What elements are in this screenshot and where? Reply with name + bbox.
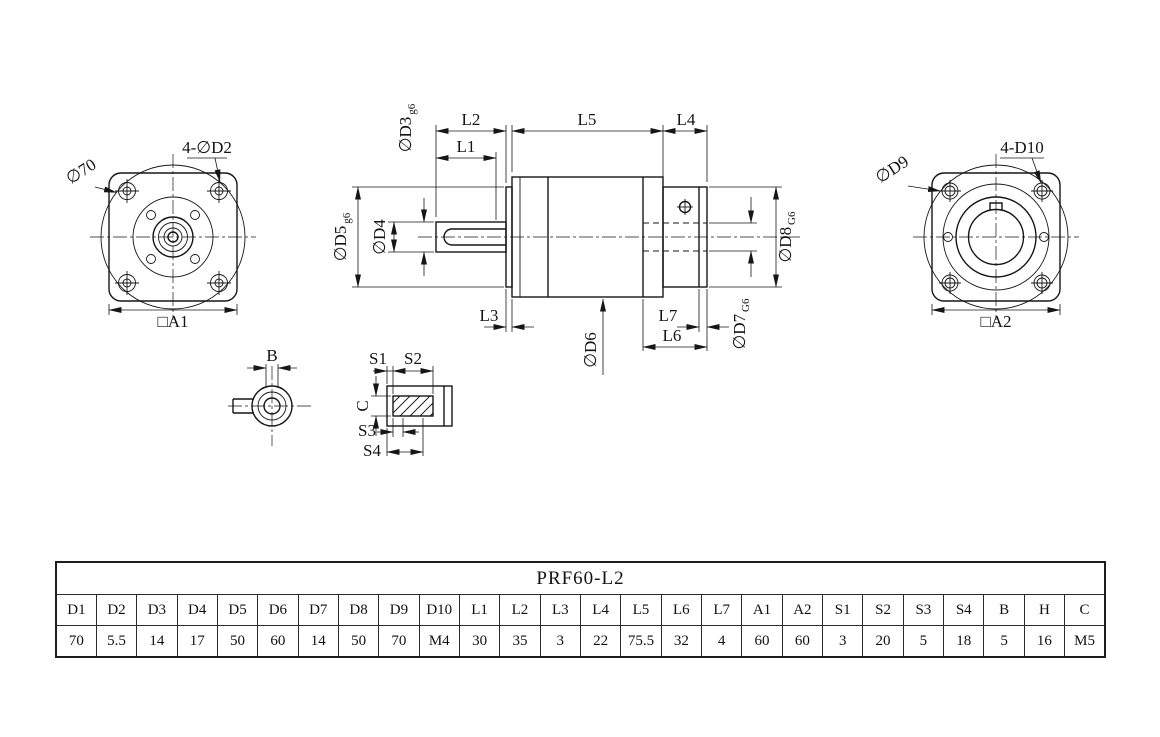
col-header: L7 (700, 594, 743, 626)
col-header: L6 (660, 594, 703, 626)
col-header: A2 (781, 594, 824, 626)
col-header: D8 (337, 594, 380, 626)
col-value: 3 (822, 625, 864, 658)
col-value: 5 (902, 625, 945, 658)
dim-s1-label: S1 (369, 349, 387, 368)
dim-d4-label: ∅D4 (370, 219, 389, 255)
dim-s2-label: S2 (404, 349, 422, 368)
front-holes-label: 4-∅D2 (182, 138, 232, 157)
rear-view: ∅D9 4-D10 □A2 (872, 138, 1079, 331)
front-diameter-label: ∅70 (62, 155, 99, 188)
col-value: 70 (378, 625, 420, 658)
col-header: D3 (136, 594, 178, 626)
dim-d7-label: ∅D7G6 (730, 298, 752, 350)
dim-d3-label: ∅D3g6 (396, 103, 418, 152)
col-value: 14 (297, 625, 339, 658)
col-value: 70 (55, 625, 97, 658)
col-header: S2 (862, 594, 904, 626)
col-value: 60 (257, 625, 299, 658)
col-header: A1 (741, 594, 783, 626)
col-header: D2 (95, 594, 138, 626)
dim-d5-label: ∅D5g6 (331, 212, 353, 261)
table-title: PRF60-L2 (55, 561, 1106, 595)
dim-l3-label: L3 (480, 306, 499, 325)
col-value: 3 (539, 625, 581, 658)
dim-s3-label: S3 (358, 421, 376, 440)
side-view: L2 L5 L4 L1 ∅D3g6 ∅D4 ∅D5g6 ∅D8G6 ∅D7G6 (331, 103, 800, 375)
col-value: 35 (499, 625, 541, 658)
dim-l4-label: L4 (677, 110, 696, 129)
col-header: D1 (55, 594, 97, 626)
col-header: D6 (257, 594, 299, 626)
col-value: 16 (1023, 625, 1066, 658)
col-header: S3 (902, 594, 945, 626)
dim-l1-label: L1 (457, 137, 476, 156)
col-value: 32 (660, 625, 703, 658)
dim-l5-label: L5 (578, 110, 597, 129)
dim-l2-label: L2 (462, 110, 481, 129)
key-detail-view: C S1 S2 S3 S4 (353, 349, 453, 460)
col-value: 50 (337, 625, 380, 658)
rear-holes-label: 4-D10 (1000, 138, 1043, 157)
col-value: 60 (741, 625, 783, 658)
col-header: S1 (822, 594, 864, 626)
dimension-table: PRF60-L2 D1 D2 D3 D4 D5 D6 D7 D8 D9 D10 … (55, 561, 1106, 658)
col-header: D5 (216, 594, 259, 626)
dim-s4-label: S4 (363, 441, 381, 460)
col-value: 14 (136, 625, 178, 658)
dim-d8-label: ∅D8G6 (776, 211, 798, 263)
col-header: L5 (620, 594, 662, 626)
dim-b-label: B (266, 346, 277, 365)
col-header: L4 (579, 594, 622, 626)
col-header: L1 (458, 594, 501, 626)
col-value: 22 (579, 625, 622, 658)
col-value: 75.5 (620, 625, 662, 658)
rear-square-label: □A2 (980, 312, 1011, 331)
dim-l7-label: L7 (659, 306, 678, 325)
col-value: 4 (700, 625, 743, 658)
technical-drawing: ∅70 4-∅D2 □A1 (62, 103, 1079, 460)
shaft-end-view: B (228, 346, 314, 446)
dim-d6-label: ∅D6 (581, 332, 600, 368)
dim-l6-label: L6 (663, 326, 682, 345)
col-value: 5 (983, 625, 1025, 658)
col-header: D4 (176, 594, 218, 626)
col-value: 20 (862, 625, 904, 658)
rear-diameter-label: ∅D9 (872, 152, 912, 187)
col-value: M5 (1064, 625, 1106, 658)
col-value: 60 (781, 625, 824, 658)
col-header: L3 (539, 594, 581, 626)
col-value: 50 (216, 625, 259, 658)
col-header: D10 (418, 594, 460, 626)
col-header: D7 (297, 594, 339, 626)
col-value: M4 (418, 625, 460, 658)
col-header: S4 (943, 594, 985, 626)
front-view: ∅70 4-∅D2 □A1 (62, 138, 256, 331)
col-header: C (1064, 594, 1106, 626)
col-value: 18 (943, 625, 985, 658)
col-header: B (983, 594, 1025, 626)
col-header: H (1023, 594, 1066, 626)
col-header: L2 (499, 594, 541, 626)
col-value: 17 (176, 625, 218, 658)
col-value: 30 (458, 625, 501, 658)
dim-c-label: C (353, 400, 372, 411)
col-value: 5.5 (95, 625, 138, 658)
front-square-label: □A1 (157, 312, 188, 331)
col-header: D9 (378, 594, 420, 626)
